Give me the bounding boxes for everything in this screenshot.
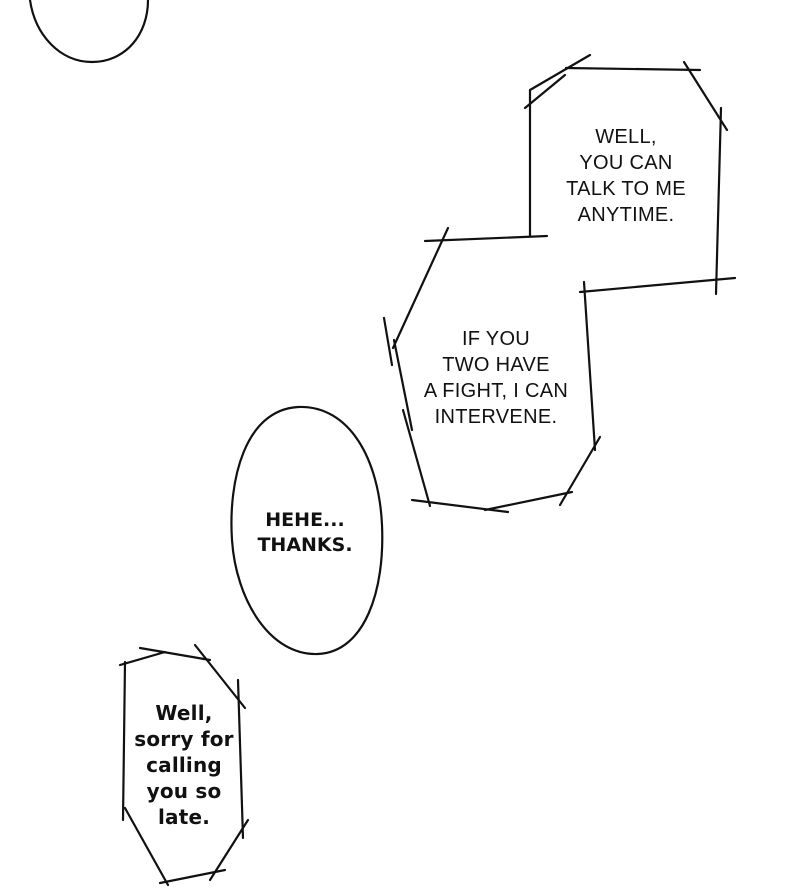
bubble-anytime-outline <box>423 53 737 296</box>
bubble-intervene-outline <box>382 226 602 514</box>
bubble-sorry-outline <box>118 643 250 887</box>
partial-oval-bubble <box>28 0 150 64</box>
bubble-thanks-text: HEHE... THANKS. <box>257 509 353 556</box>
bubble-sorry-text: Well, sorry for calling you so late. <box>134 701 234 829</box>
bubble-intervene-text: IF YOU TWO HAVE A FIGHT, I CAN INTERVENE… <box>423 328 569 428</box>
bubble-thanks-outline <box>230 405 384 656</box>
bubble-anytime-text: WELL, YOU CAN TALK TO ME ANYTIME. <box>566 126 686 226</box>
